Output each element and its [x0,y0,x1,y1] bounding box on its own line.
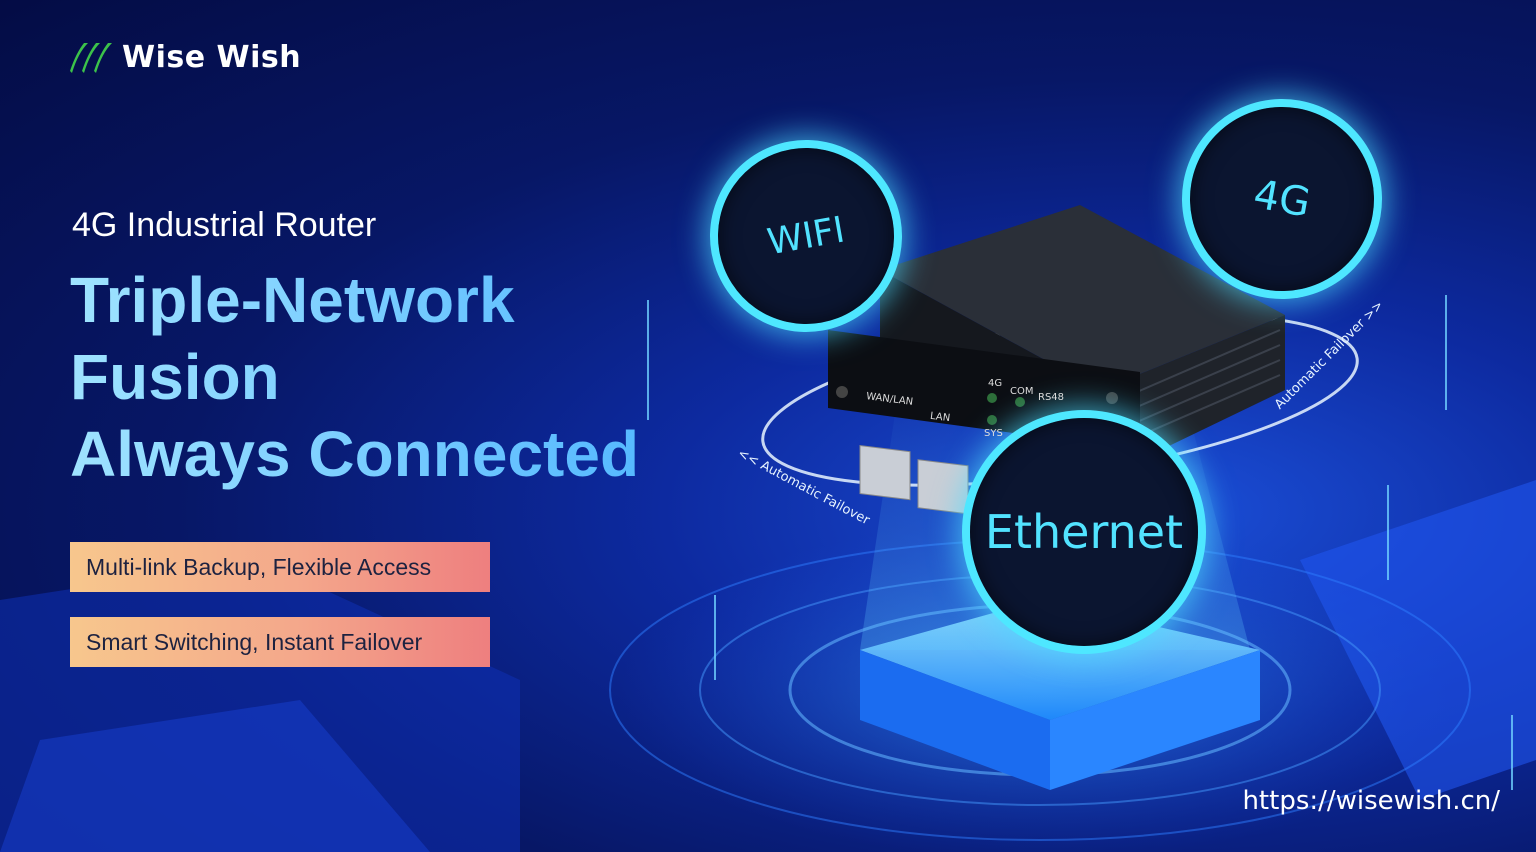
led-label-sys: SYS [984,428,1003,439]
headline-line-2: Fusion [70,339,639,416]
headline: Triple-Network Fusion Always Connected [70,262,639,493]
feature-tag-switching: Smart Switching, Instant Failover [70,617,490,667]
led-label-rs: RS48 [1038,392,1065,403]
brand-name: Wise Wish [122,40,302,75]
port-label-wan: WAN/LAN [865,391,914,408]
failover-label-right: Automatic Failover >> [1272,297,1387,413]
website-url[interactable]: https://wisewish.cn/ [1242,786,1500,816]
headline-line-1: Triple-Network [70,262,639,339]
lte-bubble: 4G [1175,92,1389,306]
ethernet-bubble: Ethernet [970,418,1198,646]
port-label-lan: LAN [929,410,951,425]
brand-logo[interactable]: Wise Wish [70,40,301,75]
product-subtitle: 4G Industrial Router [72,206,377,244]
led-label-com: COM [1010,386,1034,397]
wifi-bubble: WIFI [704,134,908,338]
led-label-4g: 4G [988,378,1003,389]
failover-label-left: << Automatic Failover [734,446,872,529]
logo-mark-icon [70,42,112,73]
headline-line-3: Always Connected [70,416,639,493]
feature-tag-backup: Multi-link Backup, Flexible Access [70,542,490,592]
